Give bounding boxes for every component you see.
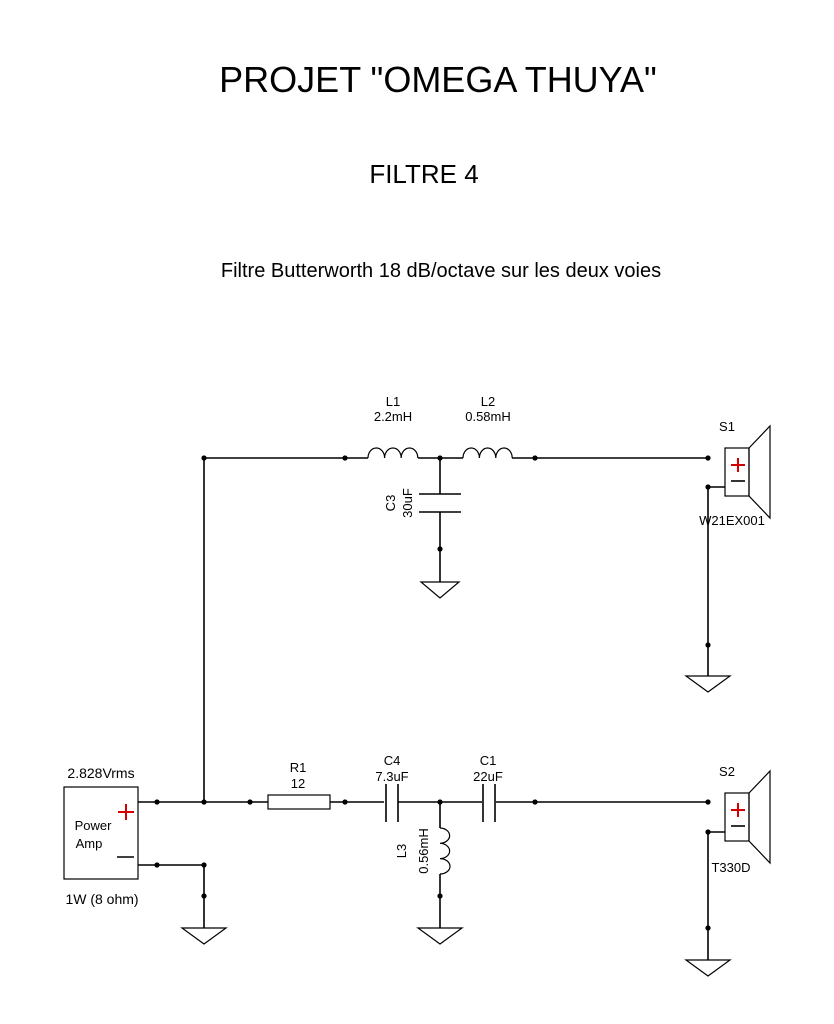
page-subtitle: FILTRE 4 [369,159,478,189]
junction-dots [154,455,711,931]
capacitor-c3: C3 30uF [383,488,461,518]
l3-ref: L3 [394,844,409,858]
ground-l3 [416,927,464,945]
s1-model: W21EX001 [699,513,765,528]
filter-description: Filtre Butterworth 18 dB/octave sur les … [221,260,661,282]
amp-label-line1: Power [75,818,113,833]
amp-label-line2: Amp [76,836,103,851]
l1-ref: L1 [386,394,400,409]
inductor-l2: L2 0.58mH [462,394,513,459]
l3-value: 0.56mH [416,828,431,874]
c4-ref: C4 [384,753,401,768]
capacitor-c1: C1 22uF [473,753,503,822]
c3-ref: C3 [383,495,398,512]
c1-value: 22uF [473,769,503,784]
source-voltage: 2.828Vrms [67,765,134,781]
inductor-l1: L1 2.2mH [367,394,419,459]
s2-ref: S2 [719,764,735,779]
ground-s2 [684,959,732,977]
page-title: PROJET "OMEGA THUYA" [219,59,657,100]
capacitor-c4: C4 7.3uF [375,753,409,822]
c1-ref: C1 [480,753,497,768]
power-amp: 2.828Vrms Power Amp 1W (8 ohm) [63,765,139,907]
s1-ref: S1 [719,419,735,434]
s2-model: T330D [711,860,750,875]
ground-s1 [684,675,732,693]
l1-value: 2.2mH [374,409,412,424]
l2-ref: L2 [481,394,495,409]
r1-ref: R1 [290,760,307,775]
ground-c3 [419,581,461,599]
speaker-s1: S1 W21EX001 [699,419,771,528]
r1-value: 12 [291,776,305,791]
amp-power: 1W (8 ohm) [65,891,138,907]
inductor-l3: L3 0.56mH [394,827,451,875]
l2-value: 0.58mH [465,409,511,424]
wiring [138,457,725,960]
resistor-r1: R1 12 [267,760,331,810]
ground-amp [180,927,228,945]
speaker-s2: S2 T330D [711,764,771,875]
c3-value: 30uF [400,488,415,518]
c4-value: 7.3uF [375,769,408,784]
